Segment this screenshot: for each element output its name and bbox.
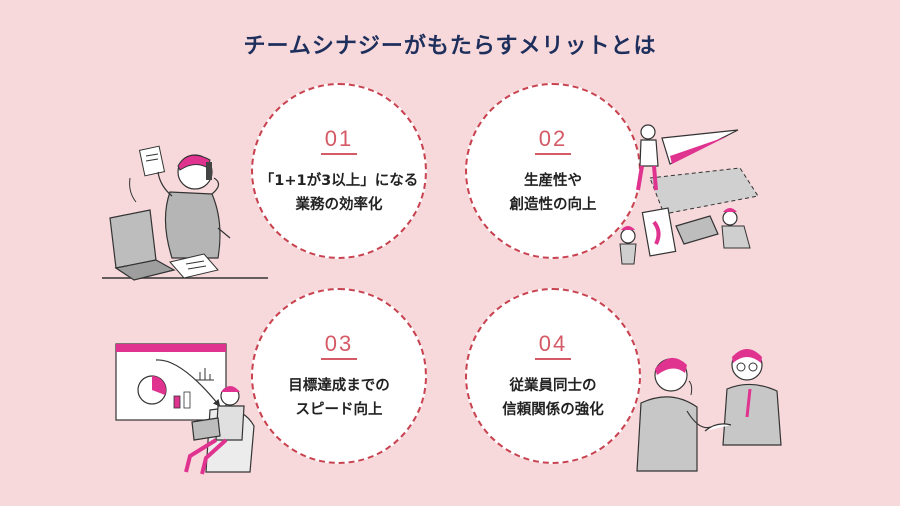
page-title: チームシナジーがもたらすメリットとは	[243, 34, 657, 59]
creative-team-illustration	[619, 124, 759, 265]
benefit-line-2: 信頼関係の強化	[502, 401, 604, 418]
handshake-illustration	[636, 349, 782, 472]
benefit-number: 03	[320, 331, 358, 360]
dashboard-worker-illustration	[115, 343, 255, 475]
benefit-line-2: スピード向上	[295, 401, 383, 418]
benefit-text: 「1+1が3以上」になる 業務の効率化	[260, 169, 418, 217]
benefit-line-2: 創造性の向上	[509, 196, 597, 213]
busy-worker-illustration	[102, 145, 268, 281]
benefit-line-2: 業務の効率化	[295, 196, 383, 213]
benefit-text: 生産性や 創造性の向上	[510, 169, 597, 217]
benefit-line-1: 従業員同士の	[509, 377, 597, 394]
benefit-number: 04	[534, 331, 572, 360]
benefit-number: 01	[320, 126, 358, 155]
benefit-circle-02: 02 生産性や 創造性の向上	[465, 83, 641, 259]
benefit-line-1: 生産性や	[524, 172, 582, 189]
benefit-circle-03: 03 目標達成までの スピード向上	[251, 288, 427, 464]
benefit-number: 02	[534, 126, 572, 155]
benefit-text: 従業員同士の 信頼関係の強化	[502, 374, 604, 422]
benefit-line-1: 「1+1が3以上」になる	[259, 172, 419, 189]
benefit-text: 目標達成までの スピード向上	[288, 374, 390, 422]
benefit-circle-04: 04 従業員同士の 信頼関係の強化	[465, 288, 641, 464]
benefit-circle-01: 01 「1+1が3以上」になる 業務の効率化	[251, 83, 427, 259]
benefit-line-1: 目標達成までの	[288, 377, 390, 394]
